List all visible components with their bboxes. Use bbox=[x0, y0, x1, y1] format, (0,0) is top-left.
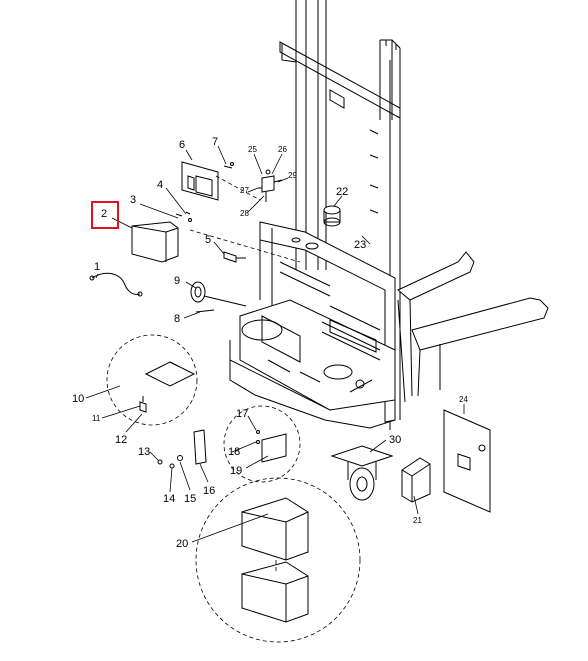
part-22-actuator bbox=[323, 205, 341, 227]
callout-25: 25 bbox=[248, 145, 257, 154]
callout-4: 4 bbox=[157, 179, 163, 191]
callout-12: 12 bbox=[115, 434, 127, 446]
callout-2[interactable]: 2 bbox=[101, 208, 107, 220]
callout-14: 14 bbox=[163, 493, 175, 505]
callout-6: 6 bbox=[179, 139, 185, 151]
callout-11: 11 bbox=[92, 414, 101, 423]
callout-labels: 1 2 3 4 5 6 7 8 9 10 11 12 13 14 15 16 1… bbox=[72, 136, 468, 550]
fork-legs bbox=[397, 251, 549, 403]
leader-lines bbox=[85, 145, 465, 543]
part-30-caster bbox=[330, 445, 394, 501]
detail-circle-a bbox=[106, 334, 198, 426]
callout-28: 28 bbox=[240, 209, 249, 218]
part-21-bracket bbox=[401, 457, 431, 503]
callout-26: 26 bbox=[278, 145, 287, 154]
part-6-panel bbox=[181, 161, 219, 201]
callout-19: 19 bbox=[230, 465, 242, 477]
chassis-frame bbox=[229, 221, 396, 429]
small-hardware bbox=[175, 162, 246, 263]
callout-15: 15 bbox=[184, 493, 196, 505]
parts-13-16 bbox=[157, 429, 207, 469]
callout-22: 22 bbox=[336, 186, 348, 198]
callout-3: 3 bbox=[130, 194, 136, 206]
callout-18: 18 bbox=[228, 446, 240, 458]
callout-21: 21 bbox=[413, 516, 422, 525]
callout-10: 10 bbox=[72, 393, 84, 405]
mast-assembly bbox=[279, 0, 401, 430]
callout-5: 5 bbox=[205, 234, 211, 246]
part-2-cover bbox=[131, 221, 179, 263]
callout-24: 24 bbox=[459, 395, 468, 404]
callout-1: 1 bbox=[94, 261, 100, 273]
callout-9: 9 bbox=[174, 275, 180, 287]
parts-25-29-bracket bbox=[258, 169, 283, 202]
part-8-pin bbox=[195, 309, 215, 313]
callout-29: 29 bbox=[288, 171, 297, 180]
detail-circle-c bbox=[195, 477, 361, 643]
part-1-cable bbox=[89, 272, 143, 297]
part-24-label-plate bbox=[443, 409, 491, 513]
callout-8: 8 bbox=[174, 313, 180, 325]
detail-circle-b bbox=[223, 405, 301, 483]
callout-13: 13 bbox=[138, 446, 150, 458]
part-9-reel bbox=[190, 281, 247, 307]
callout-2-highlight-box bbox=[91, 201, 119, 229]
callout-20: 20 bbox=[176, 538, 188, 550]
callout-16: 16 bbox=[203, 485, 215, 497]
callout-7: 7 bbox=[212, 136, 218, 148]
callout-23: 23 bbox=[354, 239, 366, 251]
callout-27: 27 bbox=[240, 186, 249, 195]
callout-30: 30 bbox=[389, 434, 401, 446]
callout-17: 17 bbox=[236, 408, 248, 420]
